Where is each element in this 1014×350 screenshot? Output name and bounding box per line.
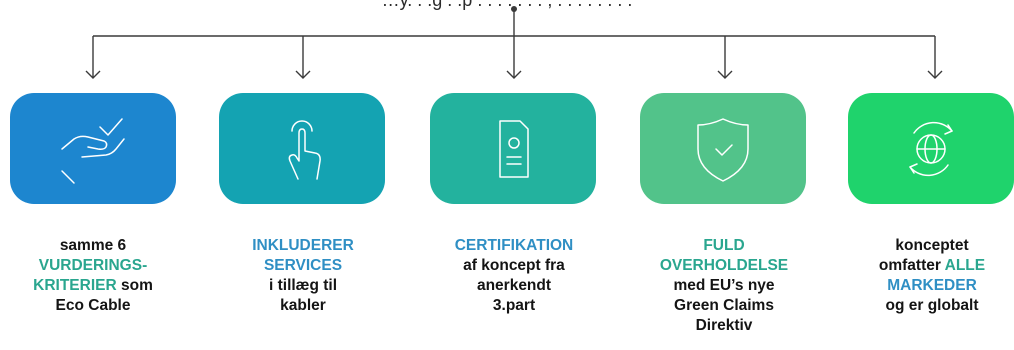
arrow-1 (85, 36, 101, 79)
caption-4: FULD OVERHOLDELSE med EU’s nye Green Cla… (624, 236, 824, 336)
caption-5-highlight-alle: ALLE (944, 257, 986, 274)
caption-5-line-2-text: omfatter (878, 257, 941, 274)
arrow-4 (717, 36, 733, 79)
caption-5-line-1: konceptet (895, 237, 969, 254)
hand-check-icon (61, 117, 125, 184)
caption-5-line-3: MARKEDER (887, 277, 977, 294)
caption-1-line-4: Eco Cable (55, 297, 131, 314)
caption-3-line-4: 3.part (492, 297, 536, 314)
caption-2-line-2: SERVICES (263, 257, 343, 274)
card-globe-refresh (848, 93, 1014, 204)
arrow-2 (295, 36, 311, 79)
card-touch-finger (219, 93, 385, 204)
header-text: …y. . .g . .p . . . . . . . , . . . . . … (0, 0, 1014, 11)
caption-5-line-4: og er globalt (885, 297, 979, 314)
card-certificate (430, 93, 596, 204)
card-shield-check (640, 93, 806, 204)
caption-1: samme 6 VURDERINGS- KRITERIER som Eco Ca… (0, 236, 193, 316)
caption-4-line-1: FULD (703, 237, 745, 254)
caption-2-line-1: INKLUDERER (252, 237, 354, 254)
caption-4-line-3: med EU’s nye (673, 277, 775, 294)
caption-1-line-1: samme 6 (59, 237, 127, 254)
caption-5-line-2: omfatter ALLE (832, 256, 1014, 276)
card-hand-check (10, 93, 176, 204)
caption-4-line-2: OVERHOLDELSE (659, 257, 789, 274)
caption-2-line-4: kabler (280, 297, 326, 314)
arrow-5 (927, 36, 943, 79)
caption-5: konceptet omfatter ALLE MARKEDER og er g… (832, 236, 1014, 316)
caption-2: INKLUDERER SERVICES i tillæg til kabler (203, 236, 403, 316)
caption-3-line-2: af koncept fra (463, 257, 565, 274)
caption-3: CERTIFIKATION af koncept fra anerkendt 3… (414, 236, 614, 316)
caption-4-line-5: Direktiv (695, 317, 753, 334)
arrow-3 (506, 36, 522, 79)
caption-3-line-1: CERTIFIKATION (454, 237, 574, 254)
shield-check-icon (697, 117, 749, 182)
certificate-icon (499, 119, 529, 178)
caption-3-line-3: anerkendt (476, 277, 552, 294)
caption-1-line-2: VURDERINGS- (38, 257, 148, 274)
touch-finger-icon (288, 119, 321, 180)
caption-2-line-3: i tillæg til (268, 277, 338, 294)
globe-refresh-icon (909, 121, 953, 176)
header-label: …y. . .g . .p . . . . . . . , . . . . . … (381, 0, 633, 10)
caption-4-line-4: Green Claims (674, 297, 774, 314)
caption-1-highlight: KRITERIER (33, 277, 117, 294)
caption-1-line-3: KRITERIER som (33, 277, 153, 294)
